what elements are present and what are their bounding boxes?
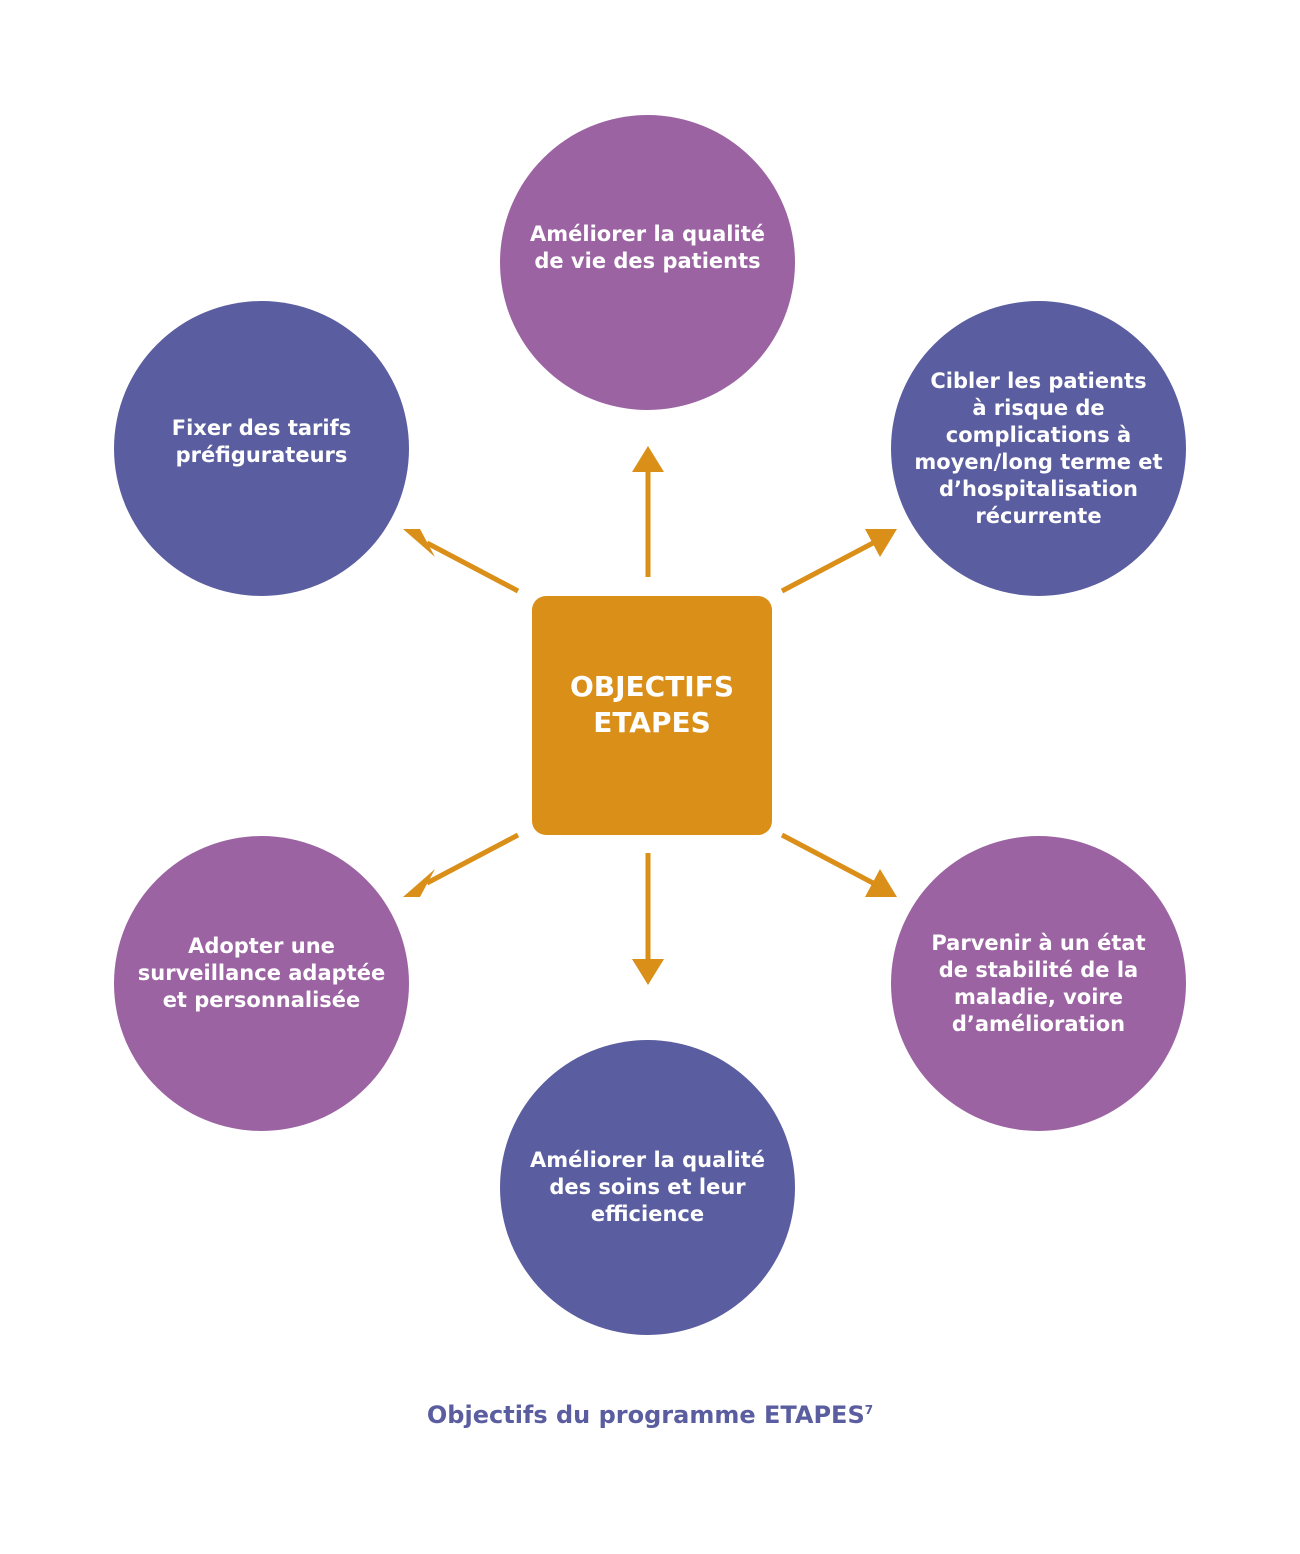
arrow-to-objective-3 — [780, 832, 897, 897]
arrow-to-objective-6 — [403, 529, 520, 594]
objective-label-2: Cibler les patients à risque de complica… — [914, 368, 1163, 528]
objective-label-4: Améliorer la qualité des soins et leur e… — [530, 1148, 765, 1226]
objective-circle-2: Cibler les patients à risque de complica… — [891, 301, 1186, 596]
objective-label-1: Améliorer la qualité de vie des patients — [530, 221, 765, 273]
objective-circle-1: Améliorer la qualité de vie des patients — [500, 115, 795, 410]
objective-label-6: Fixer des tarifs préfigurateurs — [171, 415, 352, 467]
center-box: OBJECTIFS ETAPES — [532, 596, 772, 835]
arrow-to-objective-1 — [632, 446, 664, 577]
caption-superscript: 7 — [864, 1403, 874, 1417]
center-title: OBJECTIFS ETAPES — [569, 669, 735, 739]
objective-circle-3: Parvenir à un état de stabilité de la ma… — [891, 836, 1186, 1131]
objective-circle-6: Fixer des tarifs préfigurateurs — [114, 301, 409, 596]
objective-label-5: Adopter une surveillance adaptée et pers… — [137, 934, 386, 1012]
arrow-to-objective-2 — [780, 529, 897, 594]
objective-circle-5: Adopter une surveillance adaptée et pers… — [114, 836, 409, 1131]
arrow-to-objective-5 — [403, 832, 520, 897]
arrow-to-objective-4 — [632, 853, 664, 985]
objective-circle-4: Améliorer la qualité des soins et leur e… — [500, 1040, 795, 1335]
objective-label-3: Parvenir à un état de stabilité de la ma… — [931, 930, 1146, 1036]
caption-text: Objectifs du programme ETAPES — [426, 1401, 865, 1429]
figure-caption: Objectifs du programme ETAPES7 — [0, 1401, 1300, 1429]
